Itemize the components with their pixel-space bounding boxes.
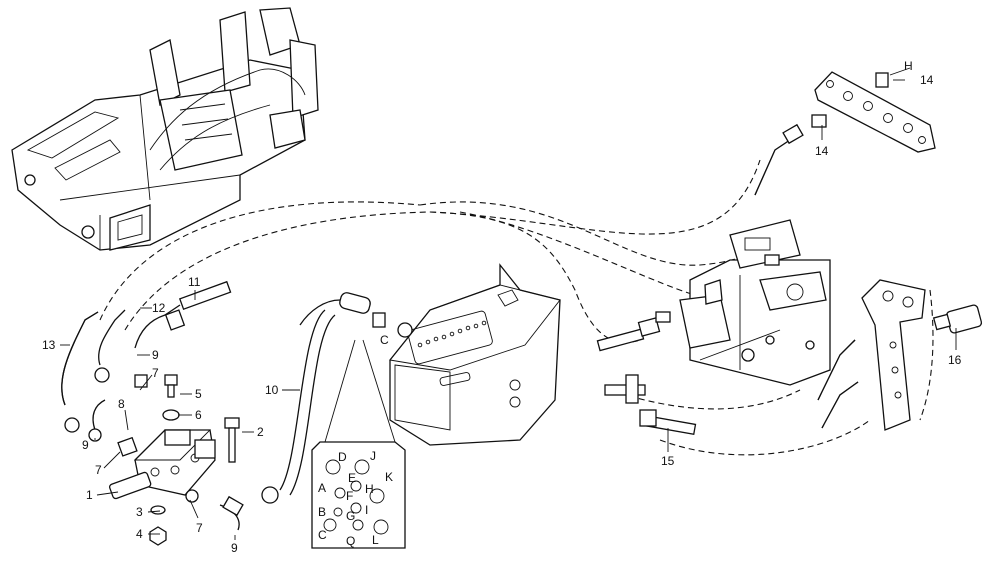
callout-2: 2 xyxy=(257,425,264,439)
port-label-b: B xyxy=(318,505,326,519)
valve-bracket xyxy=(861,279,926,431)
callout-h: H xyxy=(904,59,913,73)
callout-7c: 7 xyxy=(196,521,203,535)
callout-14a: 14 xyxy=(920,73,934,87)
port-label-d: D xyxy=(338,450,347,464)
port-holes xyxy=(323,459,389,535)
port-panel-detail: D J A E K H F B I G Q L C xyxy=(311,339,406,549)
left-hoses xyxy=(61,280,413,504)
callout-11: 11 xyxy=(188,275,201,289)
port-label-c: C xyxy=(318,528,327,542)
port-label-k: K xyxy=(385,470,393,484)
port-label-a: A xyxy=(318,481,326,495)
port-label-l: L xyxy=(372,533,379,547)
port-label-i: I xyxy=(365,503,368,517)
control-valve-block xyxy=(679,219,831,386)
right-hoses xyxy=(596,72,889,436)
callout-1: 1 xyxy=(86,488,93,502)
callout-labels: 1 2 3 4 5 6 7 7 7 8 9 9 9 10 11 12 13 14… xyxy=(42,59,962,555)
callout-9b: 9 xyxy=(82,438,89,452)
callout-9a: 9 xyxy=(152,348,159,362)
valve-manifold xyxy=(109,374,244,546)
port-label-g: G xyxy=(346,509,355,523)
callout-c: C xyxy=(380,333,389,347)
callout-10: 10 xyxy=(265,383,279,397)
callout-7a: 7 xyxy=(95,463,102,477)
callout-9c: 9 xyxy=(231,541,238,555)
port-label-j: J xyxy=(370,449,376,463)
callout-12: 12 xyxy=(152,301,166,315)
callout-15: 15 xyxy=(661,454,675,468)
callout-13: 13 xyxy=(42,338,56,352)
callout-7b: 7 xyxy=(152,366,159,380)
tractor-front-frame xyxy=(11,7,319,251)
callout-8: 8 xyxy=(118,397,125,411)
leader-lines xyxy=(60,67,957,540)
hydraulic-tank xyxy=(389,263,561,446)
mounting-plate xyxy=(814,71,936,153)
callout-6: 6 xyxy=(195,408,202,422)
port-label-q: Q xyxy=(346,534,355,548)
callout-3: 3 xyxy=(136,505,143,519)
port-label-h: H xyxy=(365,482,374,496)
callout-16: 16 xyxy=(948,353,962,367)
callout-5: 5 xyxy=(195,387,202,401)
port-label-f: F xyxy=(346,489,353,503)
tank-cover-bolts xyxy=(417,320,487,348)
callout-4: 4 xyxy=(136,527,143,541)
quick-coupler xyxy=(932,304,983,334)
callout-14b: 14 xyxy=(815,144,829,158)
port-label-e: E xyxy=(348,471,356,485)
